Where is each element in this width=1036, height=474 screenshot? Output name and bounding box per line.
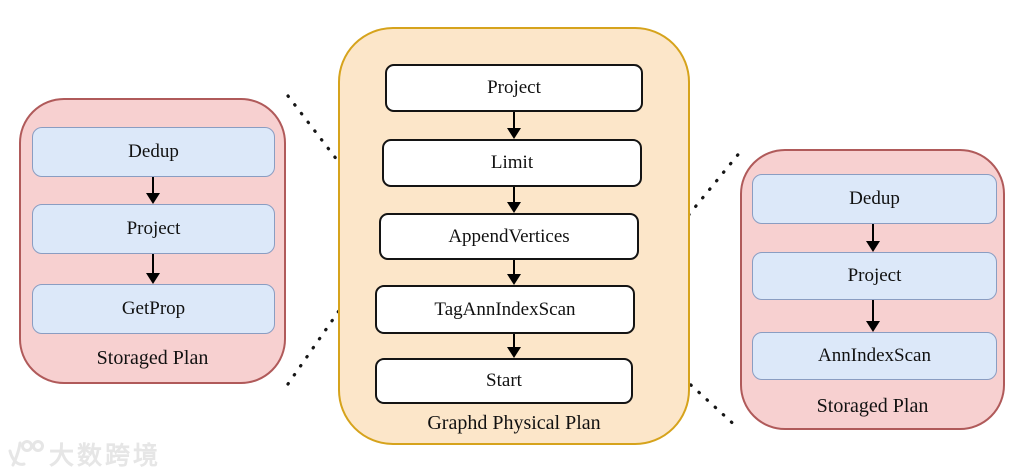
right-plan-title: Storaged Plan	[816, 395, 929, 417]
watermark-text: 大数跨境	[49, 443, 162, 470]
node-label: Project	[847, 265, 902, 286]
node-center-start: Start	[375, 358, 633, 404]
node-label: Project	[126, 218, 181, 239]
left-storaged-plan-container: Dedup Project GetProp Storaged Plan	[19, 98, 286, 384]
node-label: TagAnnIndexScan	[434, 298, 576, 320]
arrow-down-icon	[871, 224, 874, 241]
right-storaged-plan-container: Dedup Project AnnIndexScan Storaged Plan	[740, 149, 1005, 430]
left-plan-title: Storaged Plan	[96, 347, 209, 369]
arrow-down-icon	[871, 300, 874, 321]
node-center-limit: Limit	[382, 139, 642, 187]
graphd-physical-plan-container: Project Limit AppendVertices TagAnnIndex…	[338, 27, 690, 445]
node-left-project: Project	[32, 204, 275, 254]
arrow-down-icon	[151, 177, 154, 193]
node-label: Project	[487, 77, 541, 98]
arrow-down-icon	[151, 254, 154, 273]
graphd-plan-title: Graphd Physical Plan	[427, 412, 601, 434]
node-label: Dedup	[128, 141, 179, 162]
node-center-appendvertices: AppendVertices	[379, 213, 639, 260]
node-left-getprop: GetProp	[32, 284, 275, 334]
node-label: Start	[486, 370, 522, 391]
node-right-annindexscan: AnnIndexScan	[752, 332, 997, 380]
arrow-down-icon	[513, 334, 515, 347]
watermark: 大数跨境	[5, 436, 161, 472]
node-label: AppendVertices	[448, 225, 570, 247]
arrow-down-icon	[513, 112, 515, 128]
node-label: GetProp	[121, 298, 186, 319]
arrow-down-icon	[513, 187, 515, 202]
node-label: Limit	[490, 152, 534, 173]
arrow-down-icon	[513, 260, 515, 274]
node-center-tagannindexscan: TagAnnIndexScan	[375, 285, 635, 334]
watermark-logo-icon	[8, 440, 44, 467]
node-center-project: Project	[385, 64, 643, 112]
node-label: AnnIndexScan	[818, 345, 931, 366]
node-label: Dedup	[849, 188, 900, 209]
node-left-dedup: Dedup	[32, 127, 275, 177]
node-right-dedup: Dedup	[752, 174, 997, 224]
node-right-project: Project	[752, 252, 997, 300]
